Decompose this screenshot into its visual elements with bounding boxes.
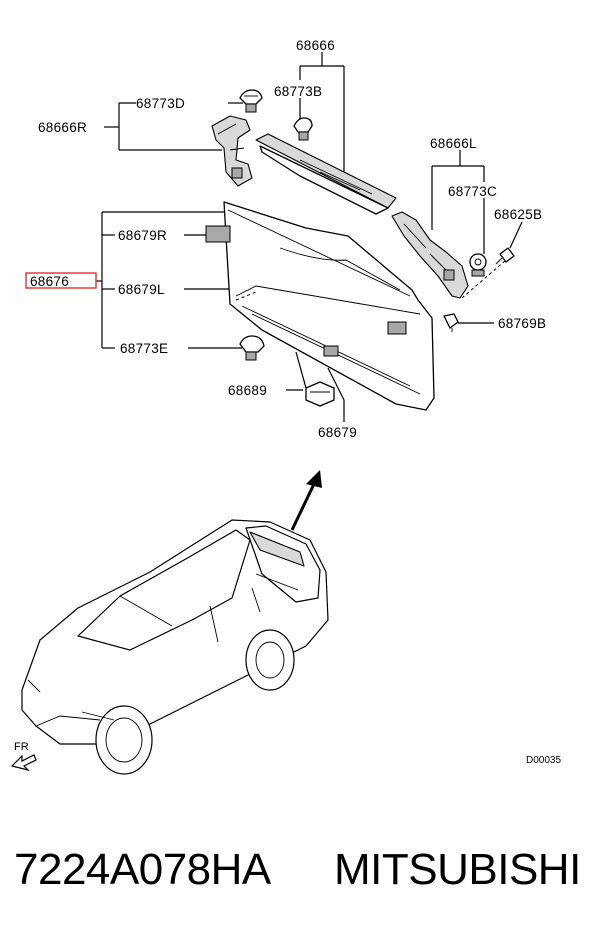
tailgate-trim-68676 [205, 201, 435, 411]
callout-68679R: 68679R [118, 228, 167, 243]
clip-68773B [293, 117, 313, 141]
screw-68625B [495, 247, 515, 265]
callout-68689: 68689 [228, 383, 267, 398]
caption-footer: 7224A078HA MITSUBISHI [0, 835, 600, 905]
clip-68773C [469, 253, 487, 277]
diagram-code: D00035 [526, 755, 561, 766]
callout-68679: 68679 [318, 425, 357, 440]
direction-arrow [290, 470, 322, 531]
callout-68773E: 68773E [120, 341, 168, 356]
callout-68676: 68676 [30, 274, 69, 289]
callout-68773B: 68773B [274, 84, 322, 99]
upper-garnish-68666 [255, 133, 397, 215]
cover-68689 [305, 381, 335, 407]
brand-name: MITSUBISHI [334, 845, 581, 894]
front-direction-icon [10, 754, 37, 772]
callout-68679L: 68679L [118, 282, 165, 297]
side-garnish-68666L [391, 211, 507, 299]
callout-68666R: 68666R [38, 120, 87, 135]
clip-68773D [239, 89, 263, 113]
pillar-trim-68666R [211, 115, 253, 187]
vehicle-illustration [21, 519, 329, 775]
callout-68773C: 68773C [448, 184, 497, 199]
front-label: FR [14, 741, 29, 753]
screw-68769B [443, 313, 459, 332]
callout-68625B: 68625B [494, 207, 542, 222]
callout-labels: 68666 68773B 68773D 68666R 68666L 68773C… [30, 38, 546, 440]
callout-68666L: 68666L [430, 136, 477, 151]
part-number: 7224A078HA [14, 845, 271, 894]
callout-68666: 68666 [296, 38, 335, 53]
highlight-box [25, 272, 97, 289]
clip-68773E [239, 335, 265, 361]
callout-68769B: 68769B [498, 316, 546, 331]
callout-68773D: 68773D [136, 96, 185, 111]
